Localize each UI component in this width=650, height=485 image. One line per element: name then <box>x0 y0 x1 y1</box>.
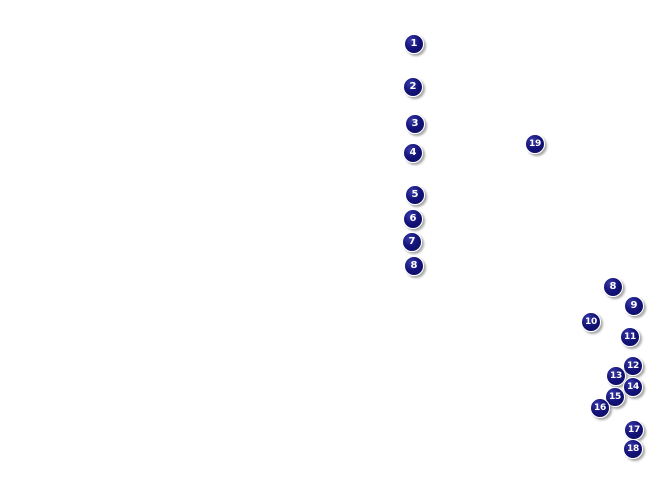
marker-9[interactable]: 9 <box>624 296 644 316</box>
marker-8-lower[interactable]: 8 <box>603 277 623 297</box>
marker-7[interactable]: 7 <box>402 232 422 252</box>
marker-18[interactable]: 18 <box>623 439 643 459</box>
marker-1[interactable]: 1 <box>404 34 424 54</box>
marker-4[interactable]: 4 <box>403 143 423 163</box>
marker-13[interactable]: 13 <box>606 366 626 386</box>
marker-12[interactable]: 12 <box>623 356 643 376</box>
marker-15[interactable]: 15 <box>605 387 625 407</box>
marker-6[interactable]: 6 <box>403 209 423 229</box>
marker-3[interactable]: 3 <box>405 114 425 134</box>
marker-2[interactable]: 2 <box>403 77 423 97</box>
marker-16[interactable]: 16 <box>590 398 610 418</box>
marker-11[interactable]: 11 <box>620 327 640 347</box>
marker-17[interactable]: 17 <box>624 420 644 440</box>
marker-8-upper[interactable]: 8 <box>404 256 424 276</box>
marker-10[interactable]: 10 <box>581 312 601 332</box>
marker-14[interactable]: 14 <box>623 377 643 397</box>
marker-5[interactable]: 5 <box>405 185 425 205</box>
marker-19[interactable]: 19 <box>525 134 545 154</box>
